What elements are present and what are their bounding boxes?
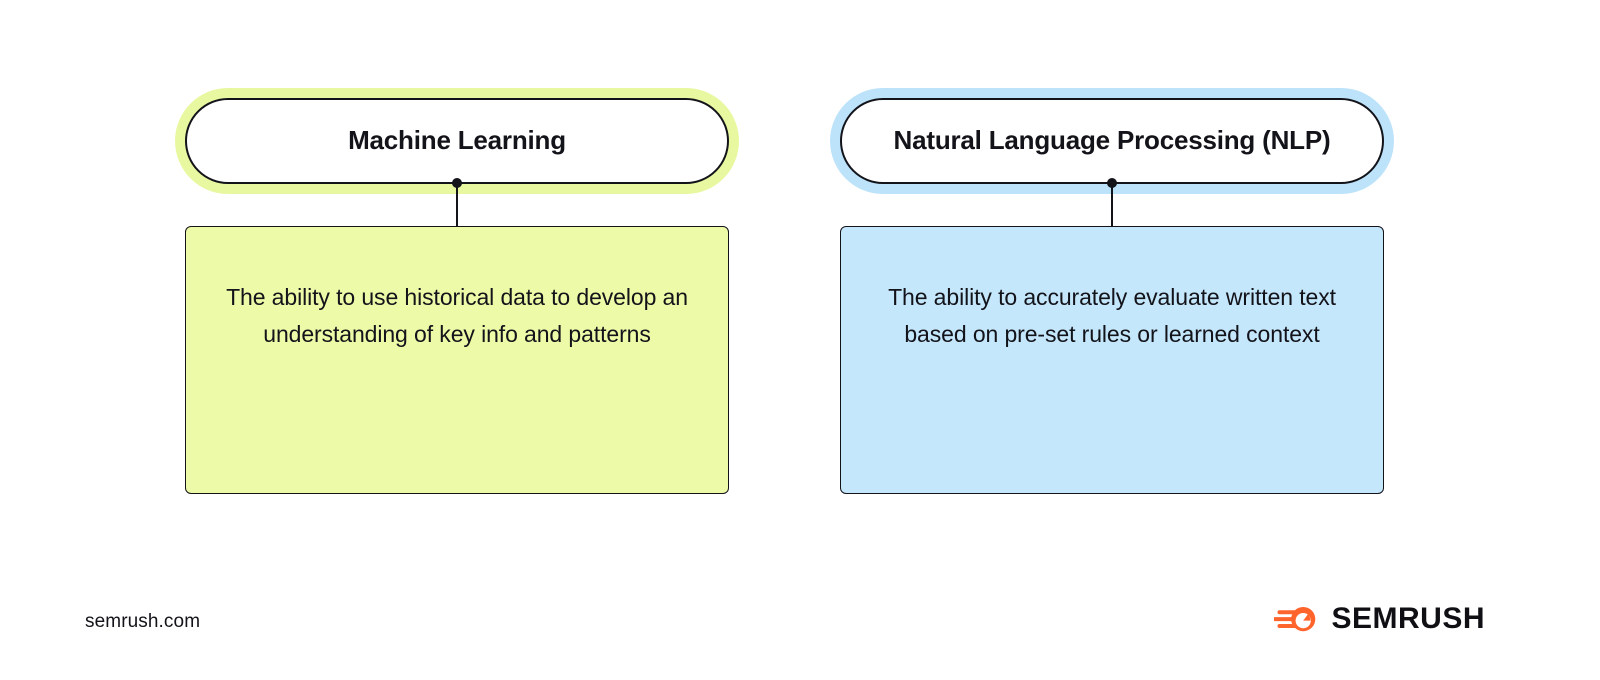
header-pill-label: Machine Learning (348, 125, 566, 156)
description-text: The ability to accurately evaluate writt… (888, 284, 1336, 347)
source-url-label: semrush.com (85, 611, 201, 632)
header-pill-body: Natural Language Processing (NLP) (840, 98, 1384, 184)
concept-column-natural-language-processing: Natural Language Processing (NLP) The ab… (830, 88, 1394, 494)
connector-dot (452, 178, 462, 188)
connector-dot (1107, 178, 1117, 188)
description-text: The ability to use historical data to de… (226, 284, 688, 347)
header-pill-label: Natural Language Processing (NLP) (893, 125, 1331, 156)
header-pill-machine-learning: Machine Learning (175, 88, 739, 194)
semrush-logo: SEMRUSH (1274, 604, 1485, 634)
header-pill-natural-language-processing: Natural Language Processing (NLP) (830, 88, 1394, 194)
connector-line (1107, 178, 1117, 226)
semrush-wordmark: SEMRUSH (1331, 602, 1485, 635)
concept-column-machine-learning: Machine Learning The ability to use hist… (175, 88, 739, 494)
connector-line (452, 178, 462, 226)
semrush-comet-icon (1274, 607, 1316, 632)
description-card-natural-language-processing: The ability to accurately evaluate writt… (840, 226, 1384, 494)
header-pill-body: Machine Learning (185, 98, 729, 184)
description-card-machine-learning: The ability to use historical data to de… (185, 226, 729, 494)
